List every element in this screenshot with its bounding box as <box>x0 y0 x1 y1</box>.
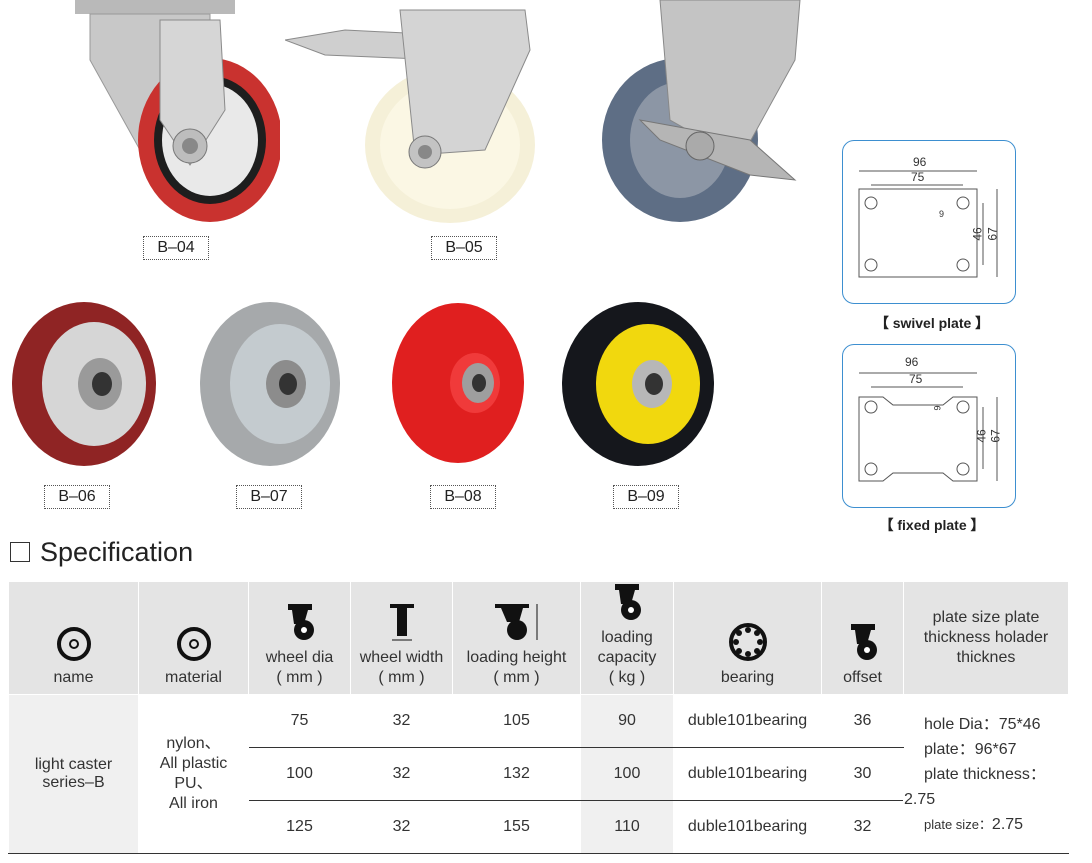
wheel-b07-image <box>200 302 340 466</box>
wheel-b06-image <box>12 302 156 466</box>
wheel-dia-cell: 100 <box>248 747 351 801</box>
spec-header-row: name material wheel dia( mm ) wheel widt… <box>8 581 1069 695</box>
loading-height-cell: 105 <box>452 694 581 748</box>
specification-table: name material wheel dia( mm ) wheel widt… <box>8 581 1069 854</box>
specification-title: Specification <box>40 537 194 567</box>
plate-info-cell: hole Dia：75*46 plate：96*67 plate thickne… <box>903 694 1069 854</box>
col-name: name <box>8 581 139 695</box>
fixed-width: 96 <box>905 355 919 369</box>
table-row: 100 32 132 100 duble101bearing 30 <box>9 747 1069 801</box>
specification-heading: Specification <box>10 537 193 568</box>
wheel-front-icon <box>176 627 211 661</box>
caster-offset-icon <box>850 624 877 660</box>
loading-capacity-cell: 110 <box>580 800 674 854</box>
wheel-width-cell: 32 <box>350 747 453 801</box>
col-wheel-width: wheel width( mm ) <box>350 581 453 695</box>
wheel-b09-image <box>562 302 714 466</box>
caster-b05-image <box>285 9 535 223</box>
loading-height-cell: 155 <box>452 800 581 854</box>
offset-cell: 30 <box>821 747 904 801</box>
bearing-cell: duble101bearing <box>673 694 822 748</box>
bearing-icon <box>728 623 767 661</box>
swivel-inner-height: 46 <box>970 227 985 241</box>
fixed-plate-diagram: 96 75 9 46 67 <box>842 344 1016 508</box>
checkbox-square-icon <box>10 542 30 562</box>
caster-side-icon <box>287 604 314 640</box>
loading-capacity-cell: 100 <box>580 747 674 801</box>
offset-cell: 36 <box>821 694 904 748</box>
fixed-plate-caption: 【 fixed plate 】 <box>879 517 985 533</box>
wheel-width-cell: 32 <box>350 800 453 854</box>
material-cell: nylon、 All plastic PU、 All iron <box>138 694 249 854</box>
product-label-b06: B–06 <box>44 485 110 509</box>
loading-capacity-cell: 90 <box>580 694 674 748</box>
caster-b04-image <box>75 0 280 222</box>
col-loading-height: loading height( mm ) <box>452 581 581 695</box>
fixed-inner-height: 46 <box>974 429 989 443</box>
col-bearing: bearing <box>673 581 822 695</box>
loading-height-icon <box>494 604 537 640</box>
table-row: 125 32 155 110 duble101bearing 32 <box>9 800 1069 854</box>
col-plate: plate size plate thickness holader thick… <box>903 581 1069 695</box>
wheel-width-icon <box>389 604 414 641</box>
col-material: material <box>138 581 249 695</box>
wheel-dia-cell: 75 <box>248 694 351 748</box>
fixed-hole: 9 <box>932 405 943 411</box>
wheel-front-icon <box>56 627 91 661</box>
col-wheel-dia: wheel dia( mm ) <box>248 581 351 695</box>
wheel-dia-cell: 125 <box>248 800 351 854</box>
product-label-b08: B–08 <box>430 485 496 509</box>
product-label-b09: B–09 <box>613 485 679 509</box>
caster-weight-icon <box>615 584 641 620</box>
bearing-cell: duble101bearing <box>673 800 822 854</box>
series-name-cell: light caster series–B <box>8 694 139 854</box>
loading-height-cell: 132 <box>452 747 581 801</box>
product-label-b05: B–05 <box>431 236 497 260</box>
caster-b03-image <box>602 0 801 222</box>
table-row: light caster series–B nylon、 All plastic… <box>8 694 1069 854</box>
swivel-inner-width: 75 <box>911 170 925 184</box>
swivel-plate-caption: 【 swivel plate 】 <box>874 315 990 331</box>
product-label-b07: B–07 <box>236 485 302 509</box>
wheel-width-cell: 32 <box>350 694 453 748</box>
fixed-height: 67 <box>988 429 1003 443</box>
swivel-height: 67 <box>985 227 1000 241</box>
wheel-b08-image <box>392 303 524 463</box>
fixed-inner-width: 75 <box>909 372 923 386</box>
swivel-hole: 9 <box>939 209 945 219</box>
product-label-b04: B–04 <box>143 236 209 260</box>
swivel-width: 96 <box>913 155 927 169</box>
bearing-cell: duble101bearing <box>673 747 822 801</box>
offset-cell: 32 <box>821 800 904 854</box>
col-offset: offset <box>821 581 904 695</box>
swivel-plate-diagram: 96 75 9 46 67 <box>842 140 1016 304</box>
